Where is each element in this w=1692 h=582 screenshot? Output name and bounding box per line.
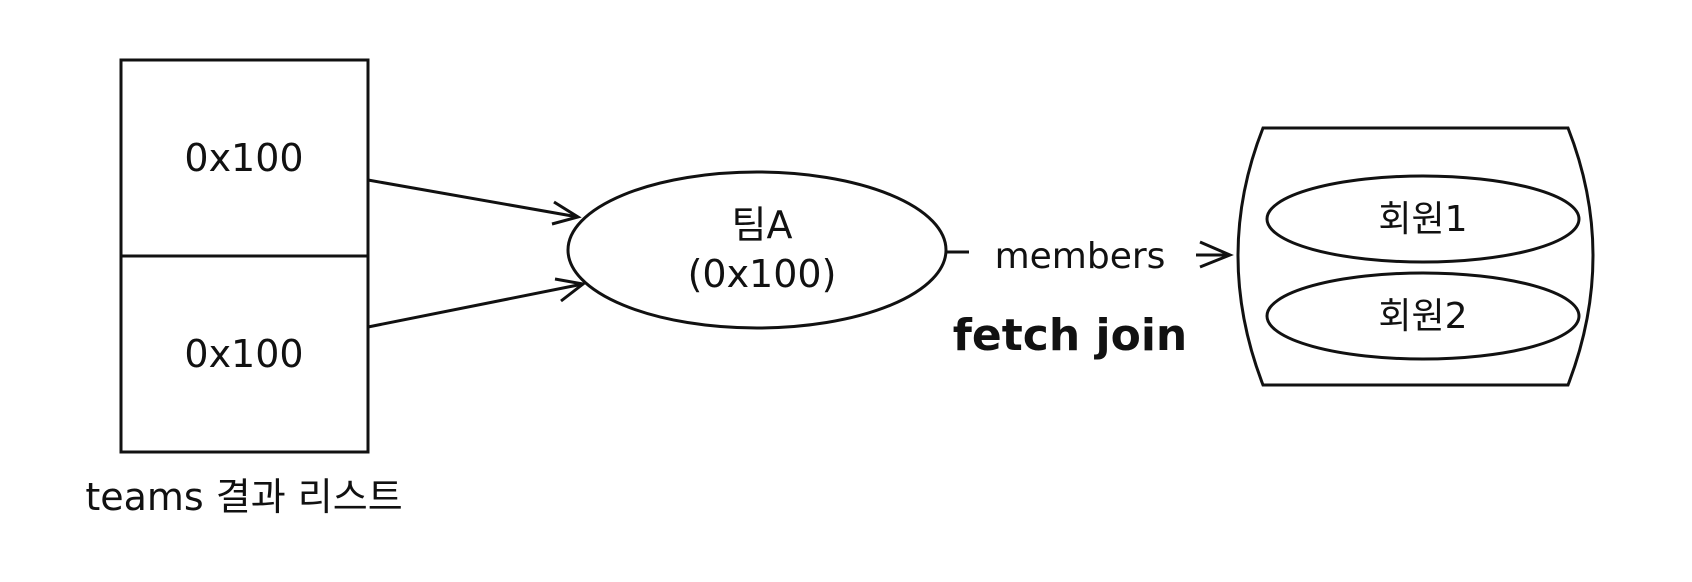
- list-slot-1-label: 0x100: [184, 136, 303, 180]
- team-address: (0x100): [688, 252, 837, 296]
- reference-arrow-1: [367, 178, 579, 219]
- reference-arrow-1-head: [551, 200, 582, 226]
- list-slot-2-box: [119, 254, 370, 454]
- list-slot-2-label: 0x100: [184, 332, 303, 376]
- team-entity: [566, 170, 948, 330]
- member-2: [1265, 271, 1581, 361]
- teams-list-caption: teams 결과 리스트: [85, 475, 402, 519]
- teams-result-list: 0x100 0x100: [119, 58, 370, 454]
- reference-arrow-2-head: [554, 277, 587, 303]
- member-1-label: 회원1: [1378, 199, 1467, 240]
- fetch-join-label: fetch join: [953, 310, 1187, 361]
- members-relation-label: members: [995, 236, 1166, 277]
- member-1: [1265, 174, 1581, 264]
- member-2-label: 회원2: [1378, 296, 1467, 337]
- members-arrow-head: [1199, 240, 1234, 269]
- reference-arrow-2: [367, 282, 584, 329]
- list-slot-1-box: [119, 58, 370, 258]
- team-name: 팀A: [732, 203, 793, 247]
